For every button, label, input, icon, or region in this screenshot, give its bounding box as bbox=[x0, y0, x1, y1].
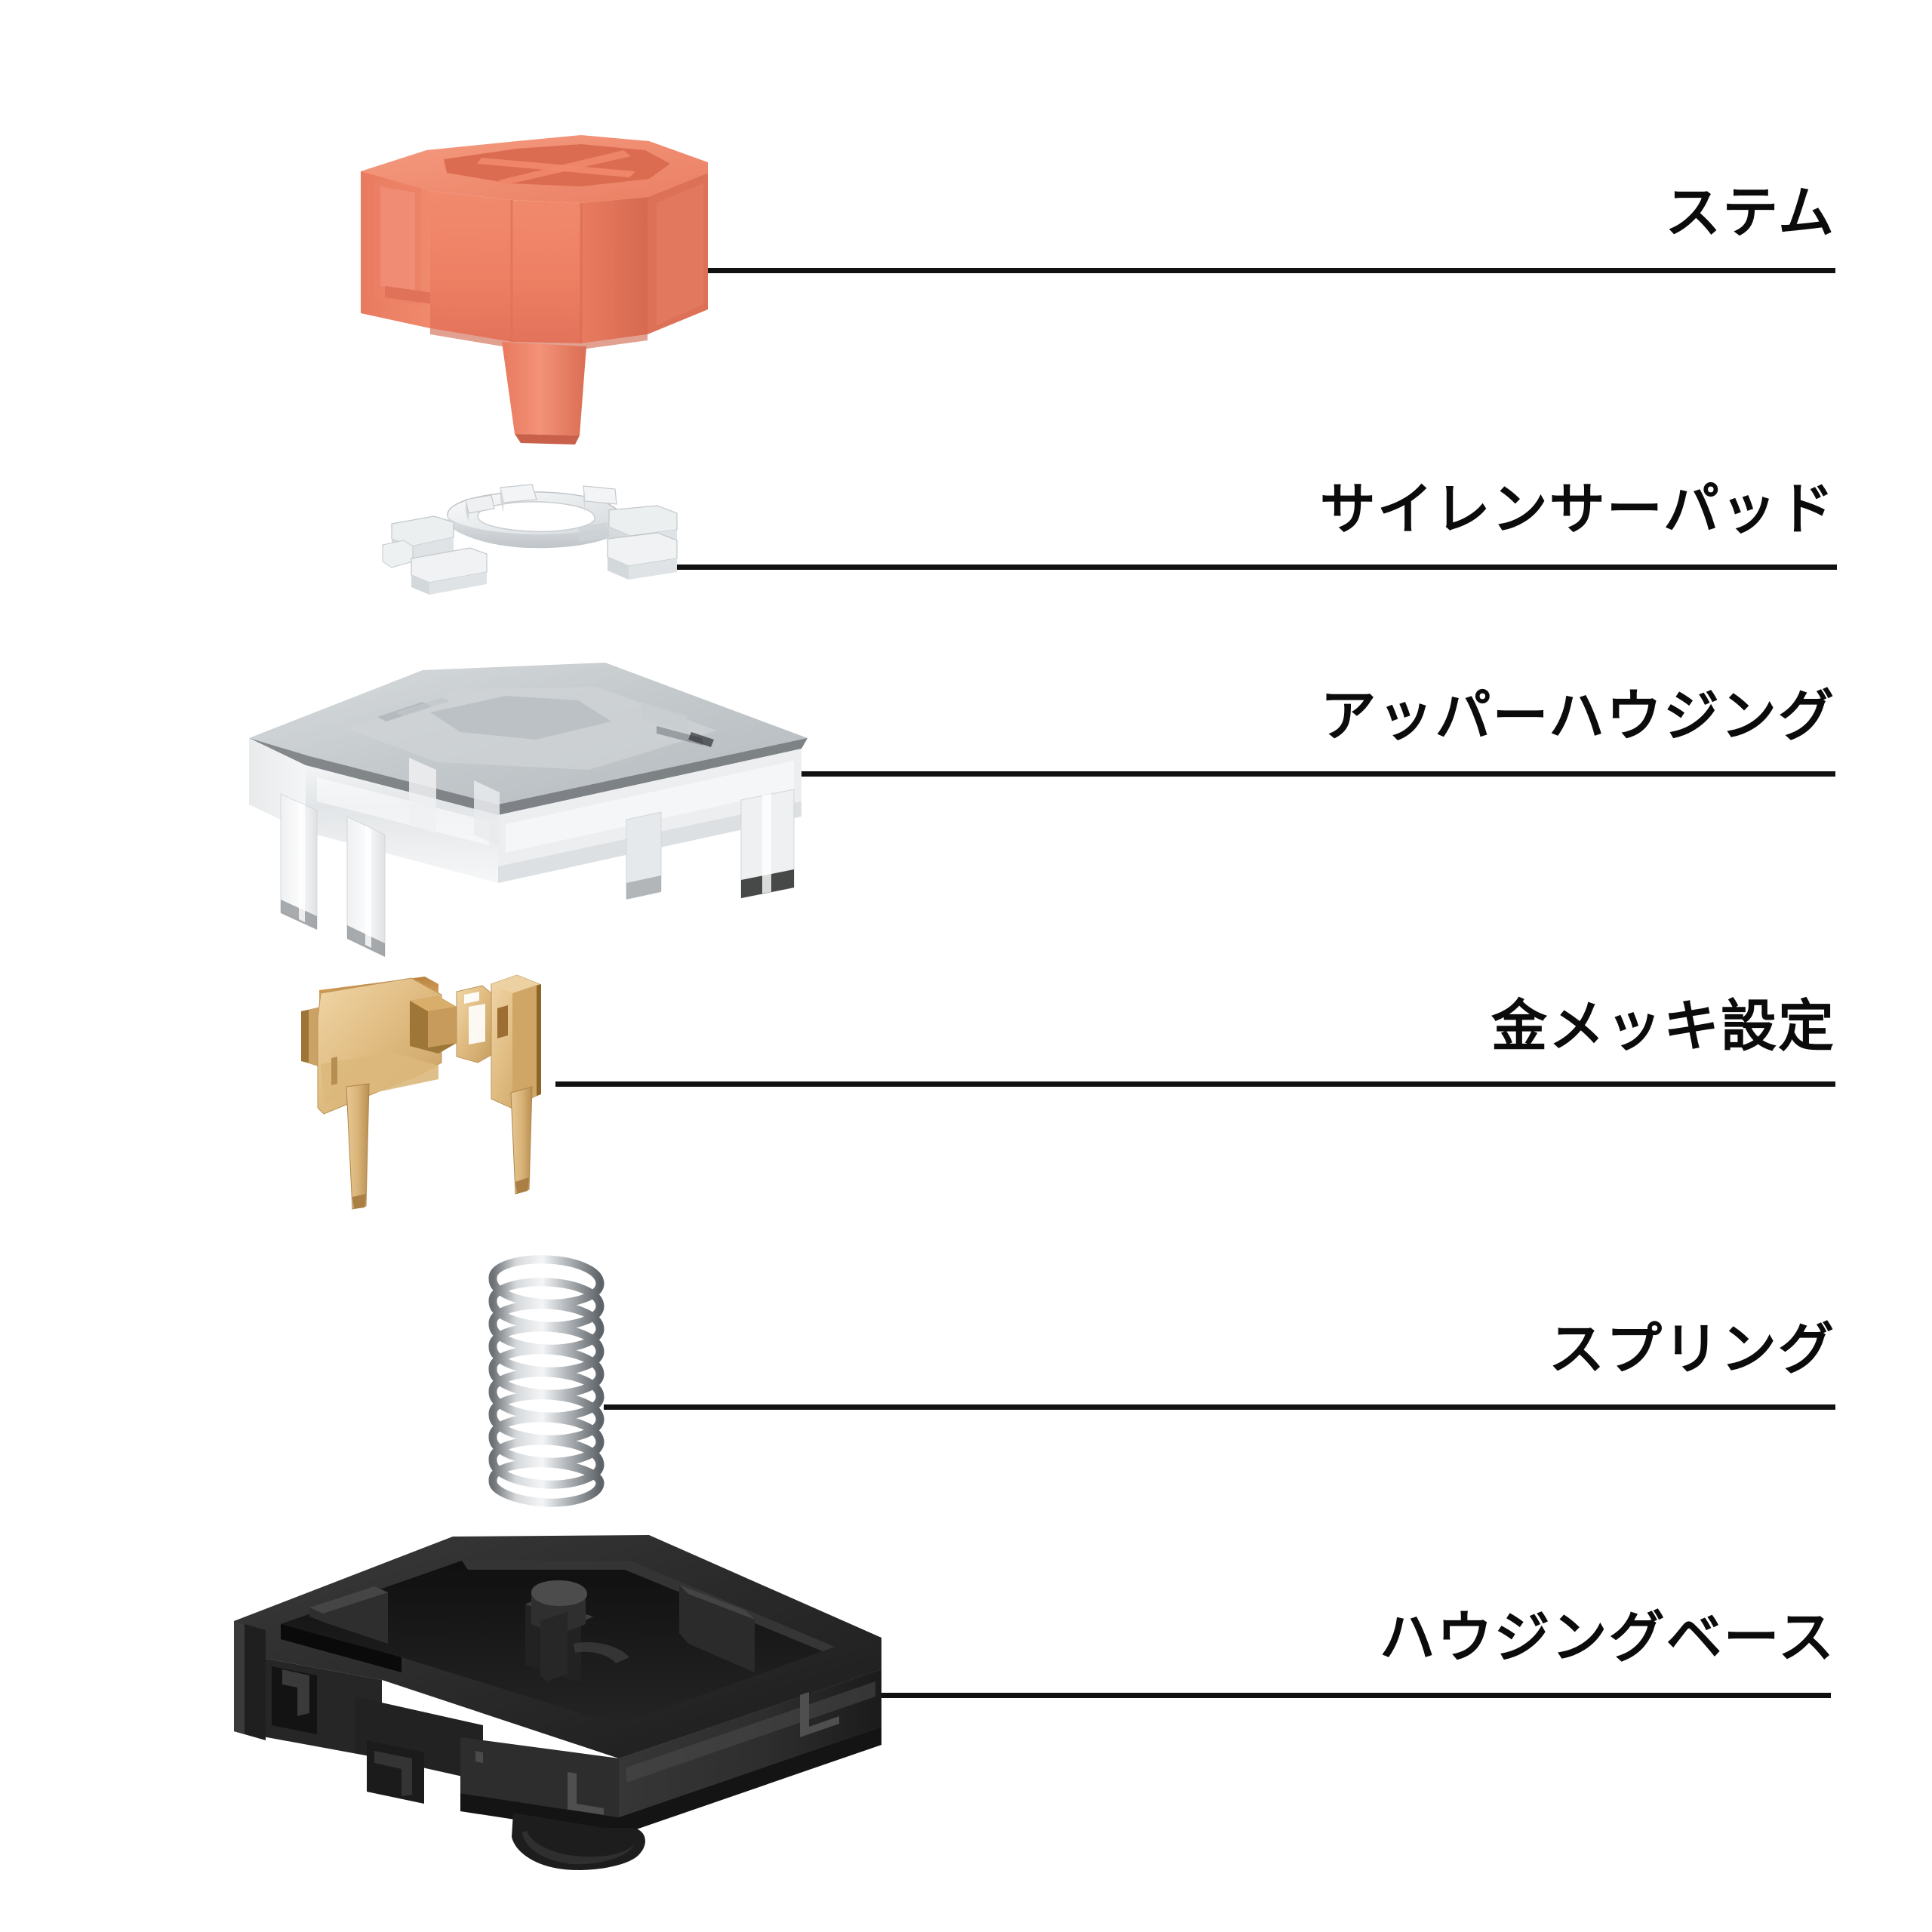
uh-bevel-front bbox=[249, 738, 808, 815]
gold-bridge-window bbox=[469, 1004, 485, 1044]
pad-post-mid bbox=[500, 484, 537, 503]
gold-pin-right bbox=[510, 1086, 533, 1195]
part-spring-illustration bbox=[479, 1255, 615, 1513]
spring-coil-19 bbox=[488, 1459, 605, 1487]
stem-left-notch-inner bbox=[380, 186, 415, 292]
spring-coil-13 bbox=[488, 1391, 605, 1424]
base-mark-l-right bbox=[800, 1692, 839, 1737]
label-spring: スプリング bbox=[1549, 1318, 1835, 1380]
part-stem-illustration bbox=[355, 125, 732, 449]
base-mark-l-center bbox=[568, 1772, 604, 1816]
pad-post-right-side bbox=[583, 486, 585, 513]
spring-coil-17 bbox=[488, 1436, 605, 1469]
part-upper-housing-illustration bbox=[234, 657, 830, 958]
pad-ring-hole bbox=[477, 501, 595, 533]
spring-coil-7 bbox=[488, 1323, 605, 1356]
leader-line-silencer-pad bbox=[655, 565, 1837, 570]
stem-body-front bbox=[430, 191, 581, 343]
base-left-side-edge bbox=[234, 1621, 245, 1734]
gold-pin-left-tip bbox=[352, 1194, 366, 1209]
spring-coil-3 bbox=[488, 1278, 605, 1311]
gold-center-block-face bbox=[428, 1007, 457, 1048]
pad-post-right bbox=[583, 485, 617, 505]
stem-left-notch-tab bbox=[385, 286, 433, 304]
uh-leg-1-edge bbox=[299, 802, 305, 922]
uh-top-rib-row-2 bbox=[395, 697, 450, 716]
uh-leg-5-tip bbox=[626, 875, 661, 900]
uh-top-stem-hole bbox=[430, 696, 611, 740]
base-rib-right-top bbox=[679, 1585, 755, 1620]
uh-leg-6-edge bbox=[762, 794, 771, 894]
base-front-left-foot-tab bbox=[374, 1751, 412, 1796]
pad-block-left-foot-front bbox=[429, 572, 487, 595]
pad-block-right-lower-side bbox=[608, 557, 629, 580]
leader-line-stem bbox=[694, 268, 1835, 273]
leader-line-upper-housing bbox=[767, 771, 1835, 777]
spring-coils bbox=[488, 1255, 605, 1507]
gold-bridge-hole bbox=[464, 992, 479, 1004]
spring-coil-9 bbox=[488, 1346, 605, 1379]
leader-line-spring bbox=[604, 1404, 1835, 1410]
pad-detail-right bbox=[579, 522, 608, 542]
uh-top-notch bbox=[688, 732, 714, 747]
gold-pin-left bbox=[346, 1083, 370, 1210]
gold-right-blade-face bbox=[512, 984, 540, 1108]
pad-post-left-side bbox=[466, 500, 469, 522]
spring-coil-15 bbox=[488, 1414, 605, 1447]
base-bottom-body bbox=[460, 1727, 881, 1835]
spring-coil-11 bbox=[488, 1368, 605, 1401]
base-bottom-boss-hl bbox=[522, 1831, 635, 1865]
label-gold-plated-contact: 金メッキ設定 bbox=[1491, 995, 1835, 1057]
part-silencer-pad-illustration bbox=[381, 483, 683, 608]
label-upper-housing: アッパーハウジング bbox=[1320, 685, 1835, 747]
spring-coil-1 bbox=[488, 1255, 605, 1288]
base-rib-left-top bbox=[309, 1586, 388, 1614]
label-housing-base: ハウジングベース bbox=[1379, 1606, 1835, 1669]
base-front-face-left bbox=[460, 1737, 619, 1817]
pad-post-mid-side bbox=[500, 488, 503, 513]
part-gold-contact-illustration bbox=[291, 974, 608, 1245]
pad-leg-left bbox=[382, 540, 414, 568]
label-stem: ステム bbox=[1665, 181, 1835, 244]
uh-front-face-highlight bbox=[317, 777, 489, 845]
base-cavity-shade-left bbox=[281, 1624, 401, 1672]
part-housing-base-illustration bbox=[226, 1532, 891, 1902]
stem-cross-rib-b bbox=[498, 150, 631, 185]
gold-center-block-top bbox=[410, 996, 457, 1011]
gold-left-curl-edge bbox=[301, 1010, 309, 1063]
base-front-left-lower bbox=[355, 1697, 483, 1781]
uh-leg-4 bbox=[474, 780, 500, 847]
gold-slot-left bbox=[331, 1057, 337, 1085]
stem-right-wing-face bbox=[657, 183, 703, 325]
base-center-post-top bbox=[531, 1580, 587, 1606]
base-cavity-wall-back bbox=[462, 1561, 835, 1651]
gold-pin-right-tip bbox=[515, 1177, 529, 1194]
stem-pole bbox=[502, 342, 586, 435]
base-front-left-step-tab bbox=[282, 1669, 309, 1716]
base-mark-dot bbox=[475, 1751, 483, 1763]
stem-bottom-edge bbox=[430, 328, 648, 349]
spring-coil-20 bbox=[488, 1477, 605, 1507]
leader-line-gold-plated-contact bbox=[555, 1081, 1835, 1087]
pad-block-left-foot-side bbox=[411, 575, 429, 595]
leader-line-housing-base bbox=[808, 1693, 1831, 1698]
uh-top-detail-right bbox=[641, 702, 688, 732]
gold-right-blade-edge bbox=[537, 984, 541, 1096]
base-front-face-highlight bbox=[626, 1681, 875, 1783]
uh-leg-3 bbox=[409, 758, 436, 835]
spring-coil-5 bbox=[488, 1300, 605, 1334]
base-center-post-stem bbox=[540, 1612, 568, 1681]
uh-leg-2-edge bbox=[365, 826, 371, 948]
gold-right-blade-top bbox=[491, 975, 540, 993]
label-silencer-pad: サイレンサーパッド bbox=[1319, 478, 1835, 540]
gold-right-blade-slot bbox=[497, 1005, 508, 1038]
base-rib-left bbox=[309, 1586, 388, 1644]
stem-body-right bbox=[581, 197, 648, 343]
stem-pole-tip bbox=[515, 434, 580, 445]
pad-block-right-lower-front bbox=[629, 558, 677, 580]
base-center-curve bbox=[574, 1642, 629, 1663]
pad-ring-band bbox=[448, 515, 621, 549]
pad-post-left bbox=[465, 494, 495, 514]
uh-right-face-highlight bbox=[506, 761, 794, 853]
